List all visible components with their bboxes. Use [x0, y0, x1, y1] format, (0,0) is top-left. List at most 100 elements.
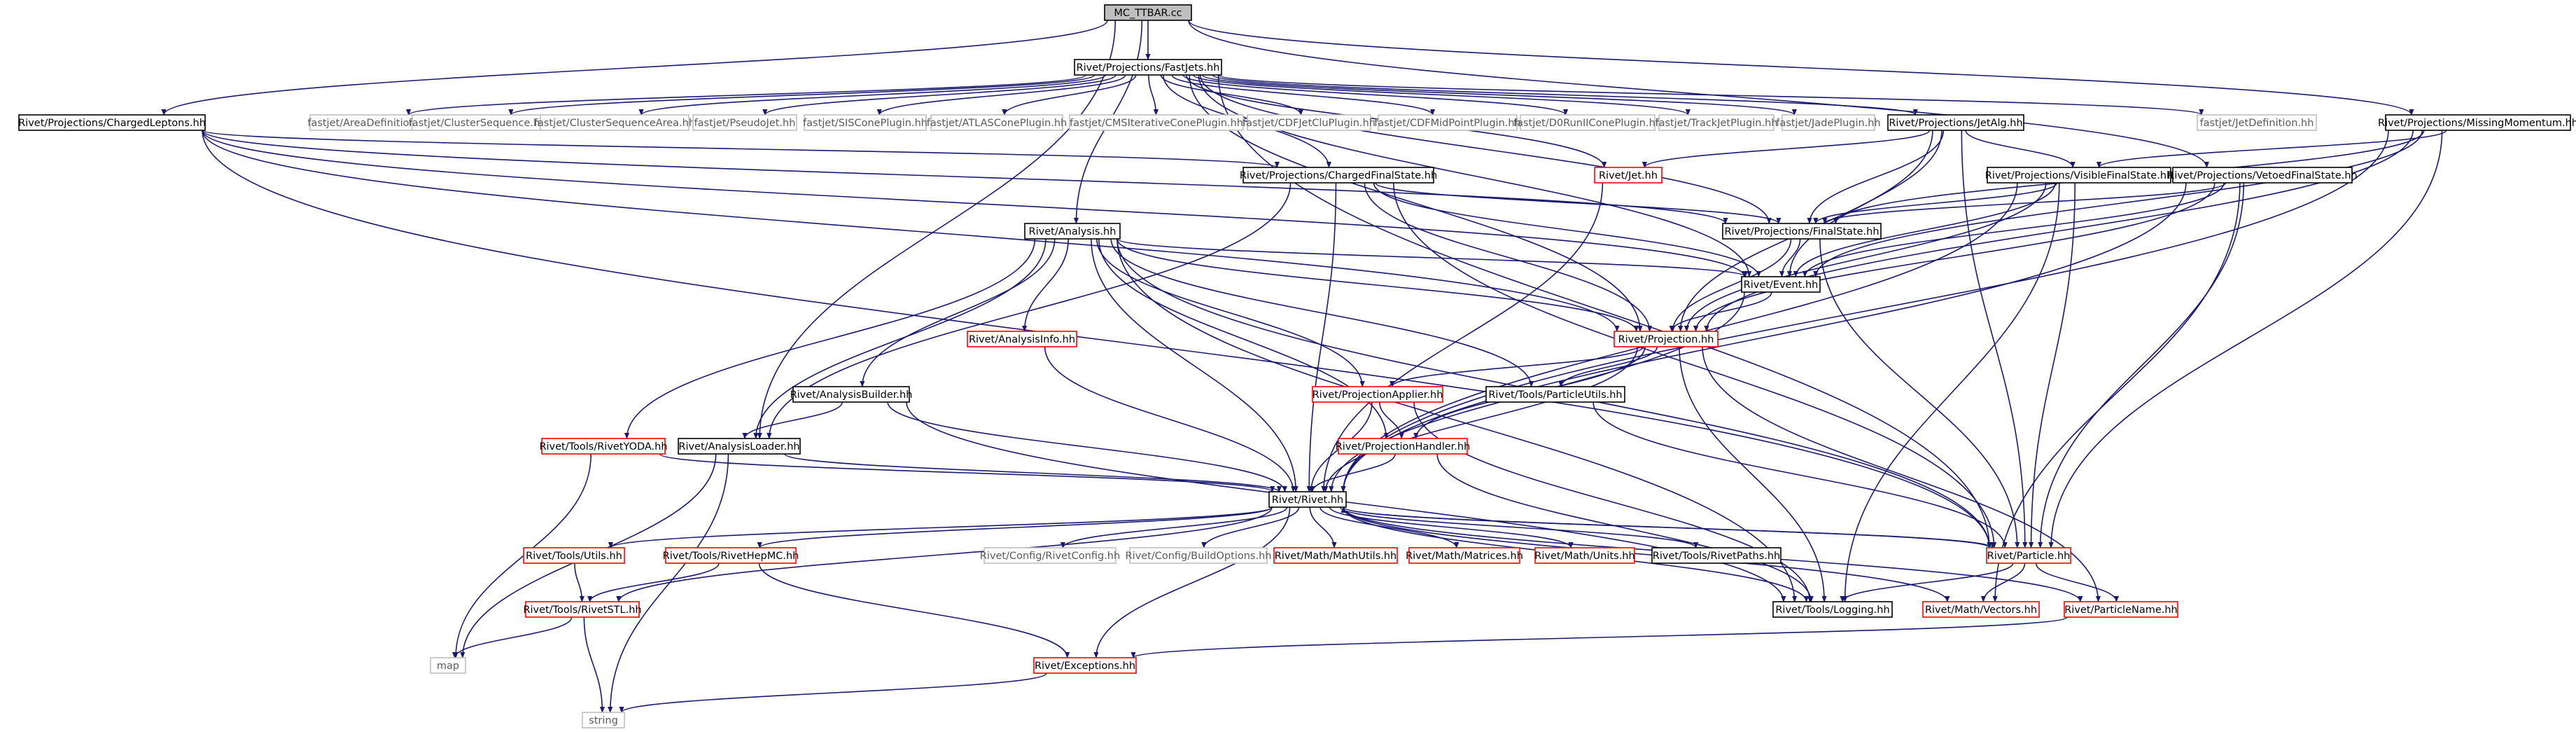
- node-label: Rivet/Tools/Utils.hh: [526, 551, 622, 562]
- edge-analysisloader-to-string: [608, 453, 729, 713]
- node-finalstate[interactable]: Rivet/Projections/FinalState.hh: [1722, 223, 1882, 240]
- node-mathutils[interactable]: Rivet/Math/MathUtils.hh: [1273, 547, 1398, 564]
- node-event[interactable]: Rivet/Event.hh: [1741, 276, 1821, 293]
- edge-vetoedfs-to-event: [1802, 182, 2225, 277]
- edge-particleutils-to-particle: [1592, 401, 2008, 548]
- node-box: [1922, 601, 2040, 618]
- node-box: [967, 331, 1077, 347]
- node-jetalg[interactable]: Rivet/Projections/JetAlg.hh: [1887, 114, 2024, 131]
- edge-missingmom-to-rivet: [1340, 130, 2389, 492]
- edge-mc_ttbar-to-vetoedfs: [1188, 20, 2209, 168]
- node-label: Rivet/Projection.hh: [1618, 334, 1714, 345]
- edge-fastjets-to-d0run2: [1182, 74, 1569, 116]
- edge-analysis-to-event: [1116, 238, 1748, 277]
- node-label: fastjet/D0RunIIConePlugin.hh: [1513, 118, 1662, 129]
- node-vetoedfs[interactable]: Rivet/Projections/VetoedFinalState.hh: [2167, 167, 2358, 184]
- node-analysisloader[interactable]: Rivet/AnalysisLoader.hh: [678, 438, 801, 455]
- node-visiblefs[interactable]: Rivet/Projections/VisibleFinalState.hh: [1985, 167, 2173, 184]
- node-label: fastjet/SISConePlugin.hh: [803, 118, 927, 129]
- node-label: Rivet/Projections/VisibleFinalState.hh: [1985, 170, 2173, 181]
- edge-analysisinfo-to-rivet: [1044, 346, 1296, 492]
- edge-fastjets-to-jetdef: [1218, 74, 2204, 116]
- node-box: [1614, 331, 1718, 347]
- edge-projection-to-rivet: [1323, 346, 1638, 492]
- node-label: Rivet/Exceptions.hh: [1035, 661, 1135, 672]
- edge-layer: [161, 20, 2447, 713]
- node-label: fastjet/ClusterSequenceArea.hh: [534, 118, 695, 129]
- node-rivetyoda[interactable]: Rivet/Tools/RivetYODA.hh: [539, 438, 668, 455]
- node-jet[interactable]: Rivet/Jet.hh: [1594, 167, 1662, 184]
- edge-projection-to-particlename: [1702, 346, 2101, 602]
- node-analysis[interactable]: Rivet/Analysis.hh: [1024, 223, 1121, 240]
- node-projection[interactable]: Rivet/Projection.hh: [1614, 331, 1718, 347]
- node-rivethepmc[interactable]: Rivet/Tools/RivetHepMC.hh: [663, 547, 799, 564]
- edge-visiblefs-to-particle: [2029, 182, 2076, 548]
- edge-vetoedfs-to-projection: [1693, 182, 2216, 332]
- edge-finalstate-to-particle: [1819, 238, 2020, 548]
- node-rivet[interactable]: Rivet/Rivet.hh: [1268, 491, 1347, 508]
- node-box: [541, 438, 666, 455]
- node-box: [540, 114, 690, 131]
- node-d0run2: fastjet/D0RunIIConePlugin.hh: [1513, 114, 1662, 131]
- node-box: [1722, 223, 1882, 240]
- edge-analysisbuilder-to-rivet: [887, 401, 1287, 492]
- node-toolsutils[interactable]: Rivet/Tools/Utils.hh: [523, 547, 625, 564]
- node-box: [1887, 114, 2024, 131]
- node-label: Rivet/Projections/JetAlg.hh: [1889, 118, 2022, 129]
- edge-jetalg-to-jet: [1642, 130, 1931, 168]
- edge-rivet-to-vectors: [1343, 506, 1950, 602]
- edge-analysis-to-analysisinfo: [1022, 238, 1070, 332]
- node-rivetstl[interactable]: Rivet/Tools/RivetSTL.hh: [523, 601, 642, 618]
- edge-fastjets-to-jetalg: [1212, 74, 1918, 116]
- node-label: Rivet/Event.hh: [1744, 279, 1819, 291]
- edge-particle-to-logging: [1840, 562, 2014, 602]
- edge-jetalg-to-particle: [1961, 130, 2028, 548]
- node-analysisbuilder[interactable]: Rivet/AnalysisBuilder.hh: [790, 386, 913, 403]
- node-label: Rivet/ParticleName.hh: [2064, 605, 2178, 616]
- edge-fastjets-to-trackjet: [1193, 74, 1690, 116]
- edge-analysisloader-to-rivet: [784, 453, 1282, 492]
- edge-visiblefs-to-logging: [1842, 182, 2060, 602]
- edge-analysis-to-projection: [1116, 238, 1639, 332]
- node-trackjet: fastjet/TrackJetPlugin.hh: [1656, 114, 1777, 131]
- node-projhandler[interactable]: Rivet/ProjectionHandler.hh: [1336, 438, 1471, 455]
- node-chargedfs[interactable]: Rivet/Projections/ChargedFinalState.hh: [1240, 167, 1437, 184]
- node-label: Rivet/Projections/FinalState.hh: [1724, 226, 1879, 237]
- node-label: Rivet/Jet.hh: [1599, 170, 1658, 181]
- node-particle[interactable]: Rivet/Particle.hh: [1986, 547, 2071, 564]
- node-label: Rivet/Math/Matrices.hh: [1406, 551, 1523, 562]
- node-label: Rivet/Projections/MissingMomentum.hh: [2378, 118, 2576, 129]
- node-label: Rivet/Math/Units.hh: [1534, 551, 1634, 562]
- edge-visiblefs-to-projection: [1684, 182, 2047, 332]
- node-units[interactable]: Rivet/Math/Units.hh: [1534, 547, 1635, 564]
- node-fastjets[interactable]: Rivet/Projections/FastJets.hh: [1074, 59, 1222, 76]
- edge-chargedfs-to-finalstate: [1375, 182, 1782, 224]
- node-box: [678, 438, 801, 455]
- node-label: Rivet/AnalysisInfo.hh: [969, 334, 1075, 345]
- node-projapplier[interactable]: Rivet/ProjectionApplier.hh: [1312, 386, 1443, 403]
- node-missingmom[interactable]: Rivet/Projections/MissingMomentum.hh: [2378, 114, 2576, 131]
- node-exceptions[interactable]: Rivet/Exceptions.hh: [1033, 657, 1137, 674]
- node-logging[interactable]: Rivet/Tools/Logging.hh: [1772, 601, 1893, 618]
- node-clusterseq: fastjet/ClusterSequence.hh: [409, 114, 546, 131]
- node-rivetpaths[interactable]: Rivet/Tools/RivetPaths.hh: [1651, 547, 1782, 564]
- node-label: Rivet/Analysis.hh: [1029, 226, 1116, 237]
- node-box: [1520, 114, 1656, 131]
- node-chargedleptons[interactable]: Rivet/Projections/ChargedLeptons.hh: [18, 114, 206, 131]
- node-box: [1378, 114, 1518, 131]
- edge-fastjets-to-event: [1198, 74, 1752, 277]
- edge-rivetstl-to-string: [583, 616, 606, 713]
- node-label: Rivet/Particle.hh: [1987, 551, 2071, 562]
- node-label: fastjet/CDFMidPointPlugin.hh: [1374, 118, 1521, 129]
- edge-rivethepmc-to-rivetstl: [587, 562, 720, 602]
- node-box: [983, 547, 1116, 564]
- node-particlename[interactable]: Rivet/ParticleName.hh: [2064, 601, 2178, 618]
- node-matrices[interactable]: Rivet/Math/Matrices.hh: [1406, 547, 1523, 564]
- node-box: [2064, 601, 2178, 618]
- node-vectors[interactable]: Rivet/Math/Vectors.hh: [1922, 601, 2040, 618]
- node-box: [1987, 167, 2171, 184]
- node-analysisinfo[interactable]: Rivet/AnalysisInfo.hh: [967, 331, 1077, 347]
- node-cmsiter: fastjet/CMSIterativeConePlugin.hh: [1069, 114, 1244, 131]
- node-particleutils[interactable]: Rivet/Tools/ParticleUtils.hh: [1485, 386, 1625, 403]
- node-box: [692, 114, 797, 131]
